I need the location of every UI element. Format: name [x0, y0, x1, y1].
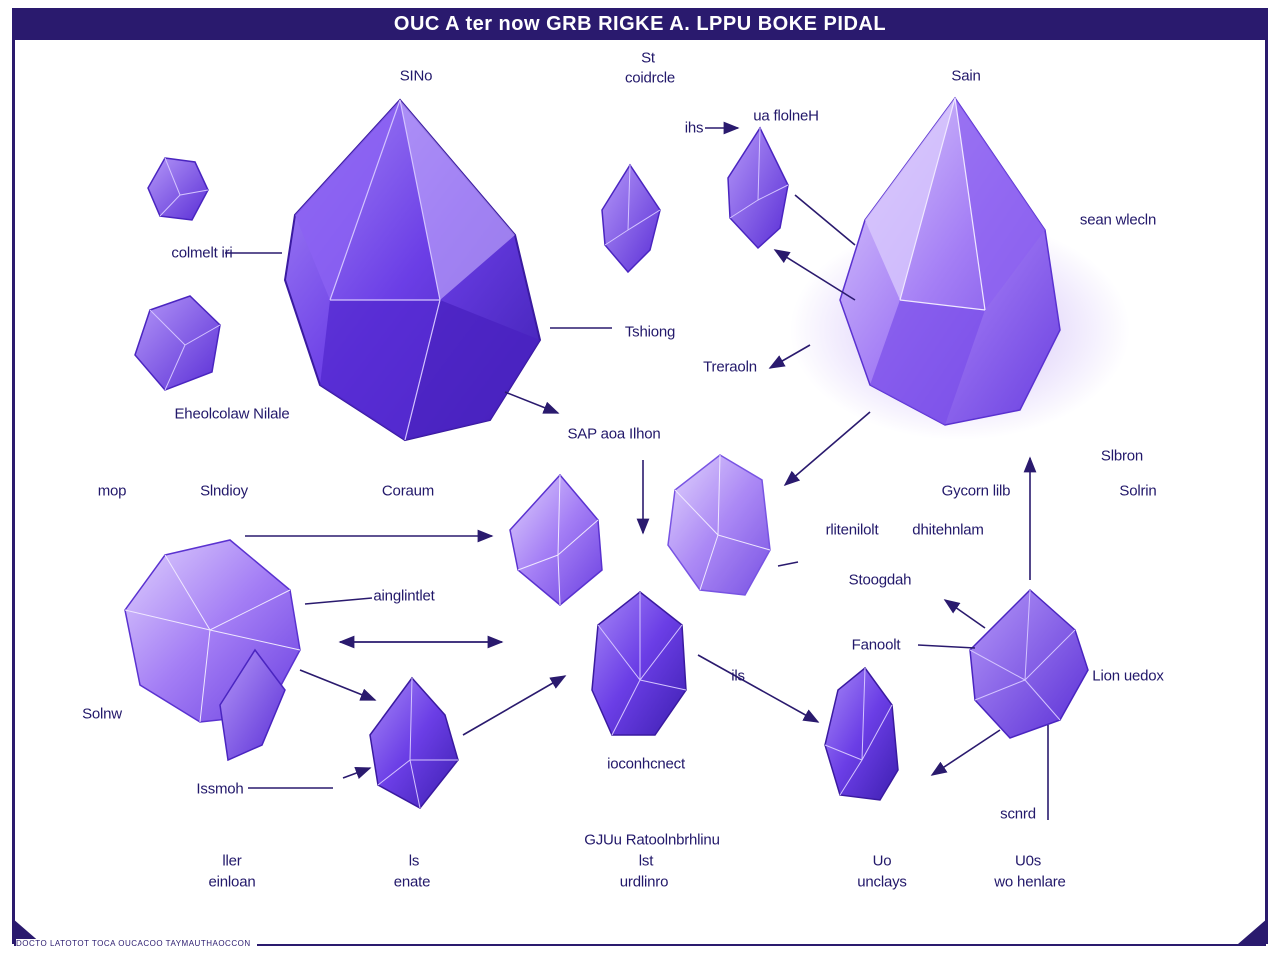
crystal-small-tl2 — [134, 295, 221, 391]
crystal-low-1 — [369, 676, 459, 809]
label-coraum: Coraum — [381, 482, 435, 500]
label-tshiong: Tshiong — [624, 323, 676, 341]
label-urdlinro: urdlinro — [619, 873, 669, 891]
label-eheolcolaw: Eheolcolaw Nilale — [174, 405, 290, 423]
crystal-small-tl1 — [147, 157, 209, 221]
label-sain: Sain — [951, 67, 981, 85]
label-fanoolt: Fanoolt — [851, 636, 901, 654]
crystal-low-2 — [591, 591, 687, 736]
crystal-mid-1 — [509, 473, 603, 606]
label-coidrcle: coidrcle — [624, 69, 676, 87]
crystal-low-3 — [824, 666, 899, 801]
label-lst: lst — [638, 852, 654, 870]
label-solrin: Solrin — [1119, 482, 1157, 500]
label-einloan: einloan — [208, 873, 256, 891]
label-gjuu: GJUu Ratoolnbrhlinu — [584, 831, 720, 849]
label-scnrd: scnrd — [1000, 805, 1036, 823]
large-crystal-right — [790, 96, 1130, 440]
corner-decoration-right — [1238, 918, 1268, 944]
label-mop: mop — [97, 482, 127, 500]
label-sino: SINo — [399, 67, 433, 85]
label-stoogdah: Stoogdah — [848, 571, 912, 589]
label-rlitenilolt: rlitenilolt — [825, 521, 879, 539]
crystal-cluster-left — [124, 539, 301, 762]
label-slndioy: Slndioy — [200, 482, 248, 500]
label-ua-flolneh: ua flolneH — [753, 107, 819, 125]
label-ioconhcnect: ioconhcnect — [607, 755, 685, 773]
poster-frame — [12, 8, 1268, 944]
page-title: OUC A ter now GRB RIGKE A. LPPU BOKE PID… — [12, 8, 1268, 40]
crystal-drop-top-2 — [727, 126, 789, 250]
label-uo: Uo — [872, 852, 892, 870]
label-sap-aoa: SAP aoa Ilhon — [567, 425, 661, 443]
footer-text: DOCTO LATOTOT TOCA OUCACOO TAYMAUTHAOCCO… — [16, 939, 257, 948]
label-ils: ils — [731, 667, 745, 685]
label-u0s: U0s — [1014, 852, 1042, 870]
footer-rule — [14, 944, 1266, 946]
label-ls: ls — [408, 852, 420, 870]
crystal-low-4 — [969, 588, 1089, 739]
crystal-mid-2 — [667, 454, 771, 596]
large-crystal-left — [283, 98, 542, 442]
label-ller: ller — [222, 852, 242, 870]
label-dhitehnlam: dhitehnlam — [912, 521, 984, 539]
label-ihs: ihs — [684, 119, 704, 137]
label-ainglintlet: ainglintlet — [373, 587, 435, 605]
label-colmelt: colmelt iri — [171, 244, 233, 262]
label-solnw: Solnw — [82, 705, 122, 723]
label-sean-wlecln: sean wlecln — [1079, 211, 1157, 229]
label-wo-henlare: wo henlare — [994, 873, 1066, 891]
label-gycorn: Gycorn lilb — [941, 482, 1011, 500]
label-st: St — [641, 49, 655, 67]
label-issmoh: Issmoh — [196, 780, 244, 798]
label-unclays: unclays — [857, 873, 907, 891]
label-enate: enate — [393, 873, 431, 891]
label-lion-uedox: Lion uedox — [1092, 667, 1164, 685]
crystal-drop-top-1 — [601, 163, 661, 274]
connector-arrows — [225, 121, 1049, 820]
label-slbron: Slbron — [1100, 447, 1144, 465]
label-treraoln: Treraoln — [703, 358, 757, 376]
